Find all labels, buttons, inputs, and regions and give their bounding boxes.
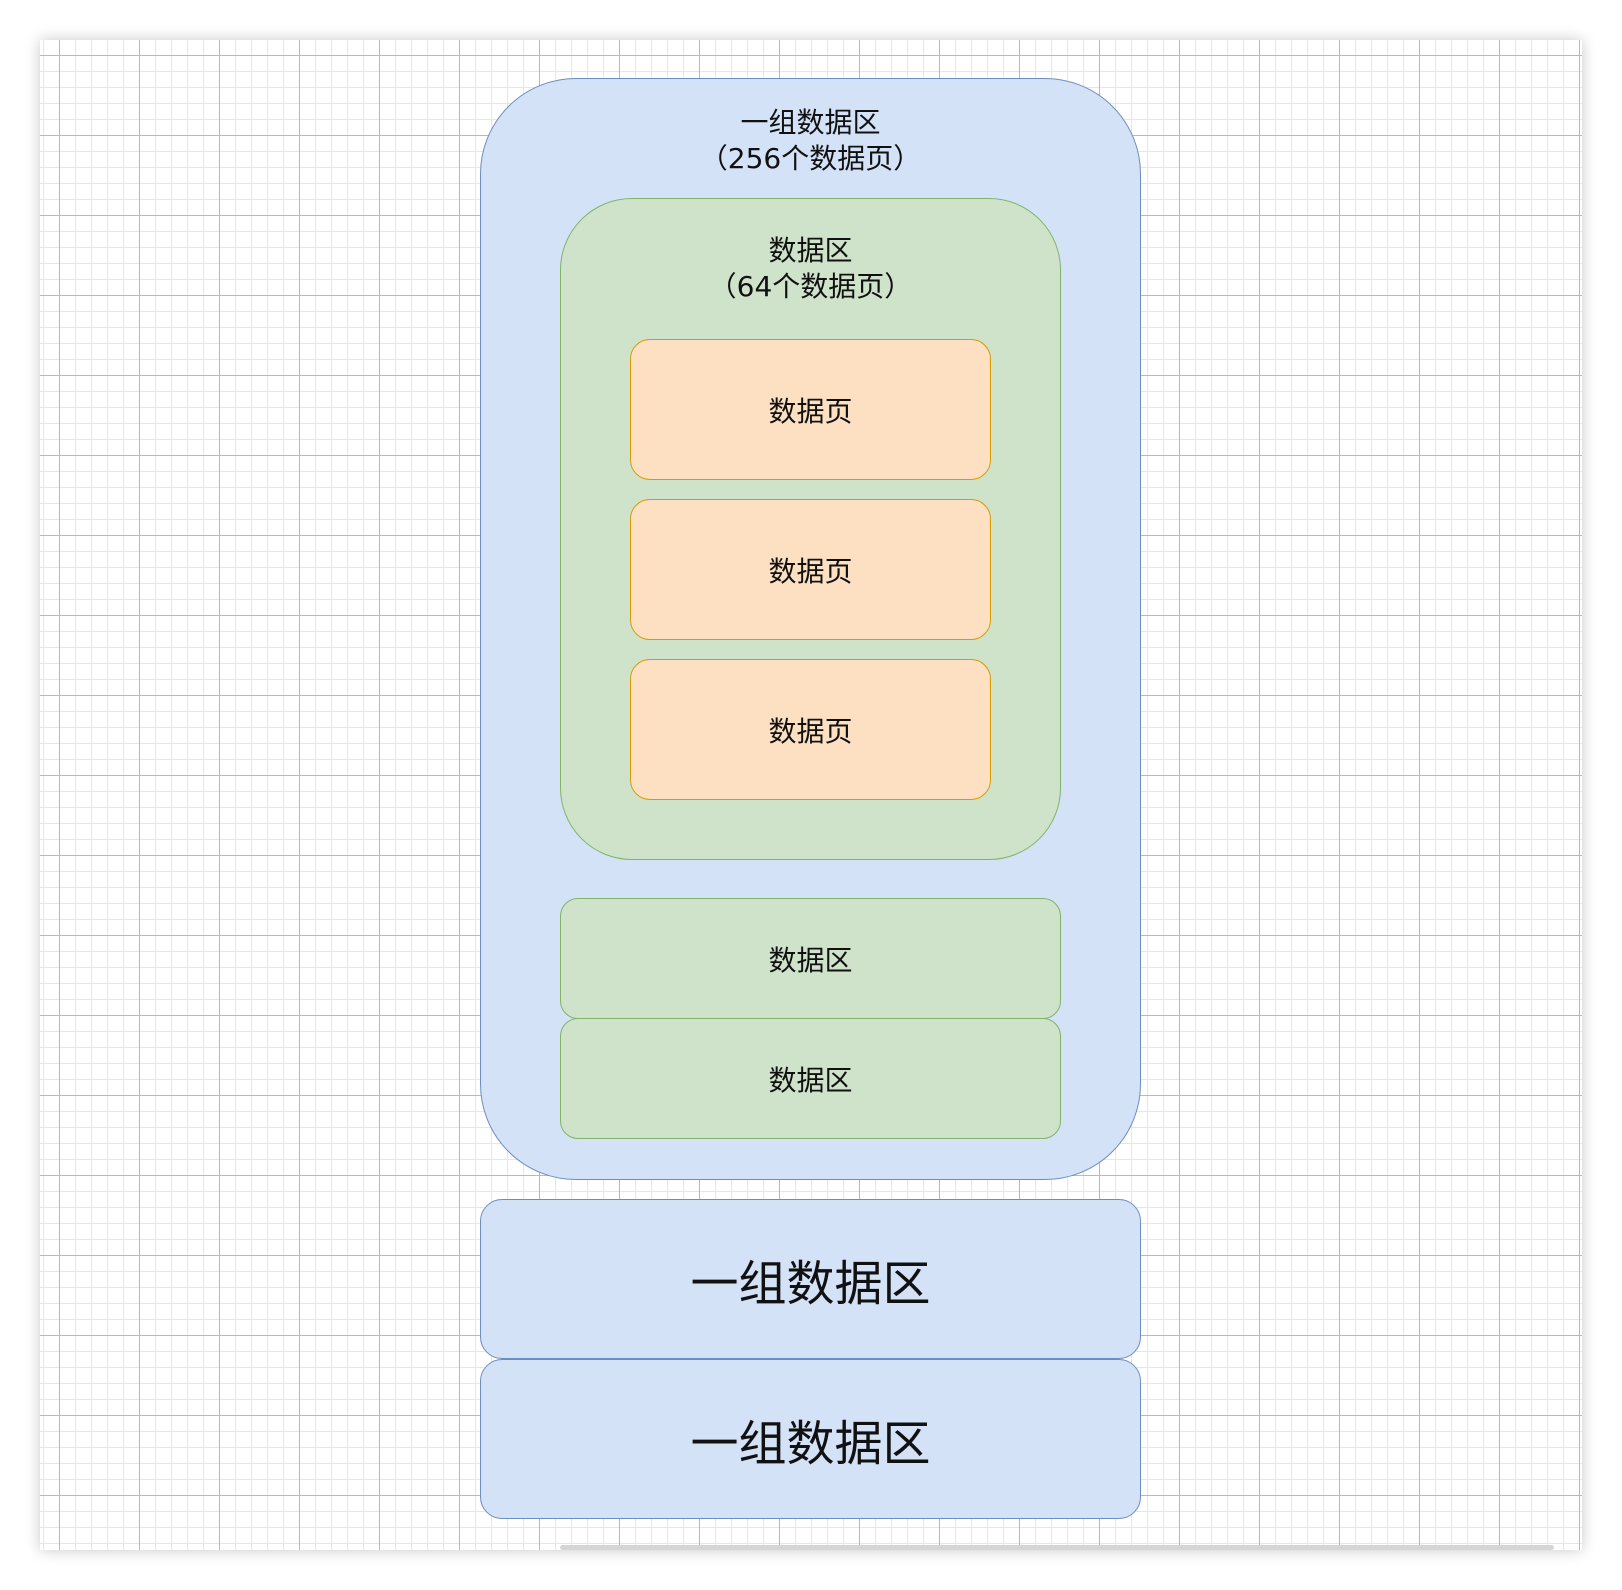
extent-group-title-line2: （256个数据页） (699, 142, 922, 175)
extent-label: 数据区 (768, 1063, 853, 1097)
data-page-box-2[interactable]: 数据页 (630, 499, 991, 640)
extent-group-label: 一组数据区 (690, 1256, 931, 1312)
extent-group-title-line1: 一组数据区 (740, 106, 881, 139)
extent-group-box-1[interactable]: 一组数据区 (480, 1199, 1141, 1359)
extent-group-label: 一组数据区 (690, 1416, 931, 1472)
extent-title: 数据区 （64个数据页） (561, 233, 1060, 305)
data-page-box-1[interactable]: 数据页 (630, 339, 991, 480)
extent-title-line2: （64个数据页） (708, 270, 913, 303)
extent-box-1[interactable]: 数据区 (560, 898, 1061, 1019)
extent-title-line1: 数据区 (768, 234, 853, 267)
horizontal-scrollbar[interactable] (560, 1545, 1554, 1550)
extent-group-title: 一组数据区 （256个数据页） (481, 105, 1140, 177)
extent-label: 数据区 (768, 943, 853, 977)
data-page-label: 数据页 (768, 714, 853, 748)
data-page-label: 数据页 (768, 394, 853, 428)
extent-box-2[interactable]: 数据区 (560, 1018, 1061, 1139)
data-page-label: 数据页 (768, 554, 853, 588)
data-page-box-3[interactable]: 数据页 (630, 659, 991, 800)
extent-group-box-2[interactable]: 一组数据区 (480, 1359, 1141, 1519)
